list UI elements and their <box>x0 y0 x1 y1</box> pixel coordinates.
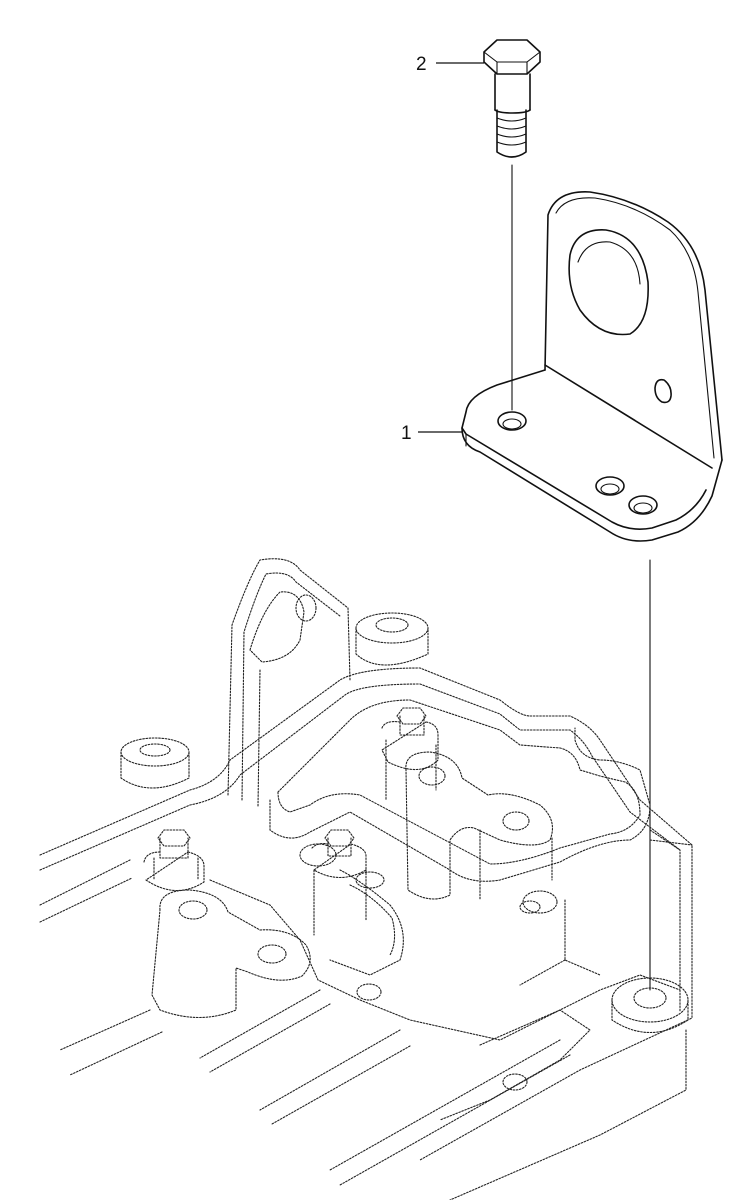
callout-1-label: 1 <box>401 423 412 444</box>
callout-2-label: 2 <box>416 54 427 75</box>
callout-2: 2 <box>416 54 484 75</box>
callout-1: 1 <box>401 423 462 444</box>
housing-phantom <box>39 558 693 1200</box>
bracket-part-1 <box>461 191 723 542</box>
bolt-part-2 <box>483 39 541 158</box>
